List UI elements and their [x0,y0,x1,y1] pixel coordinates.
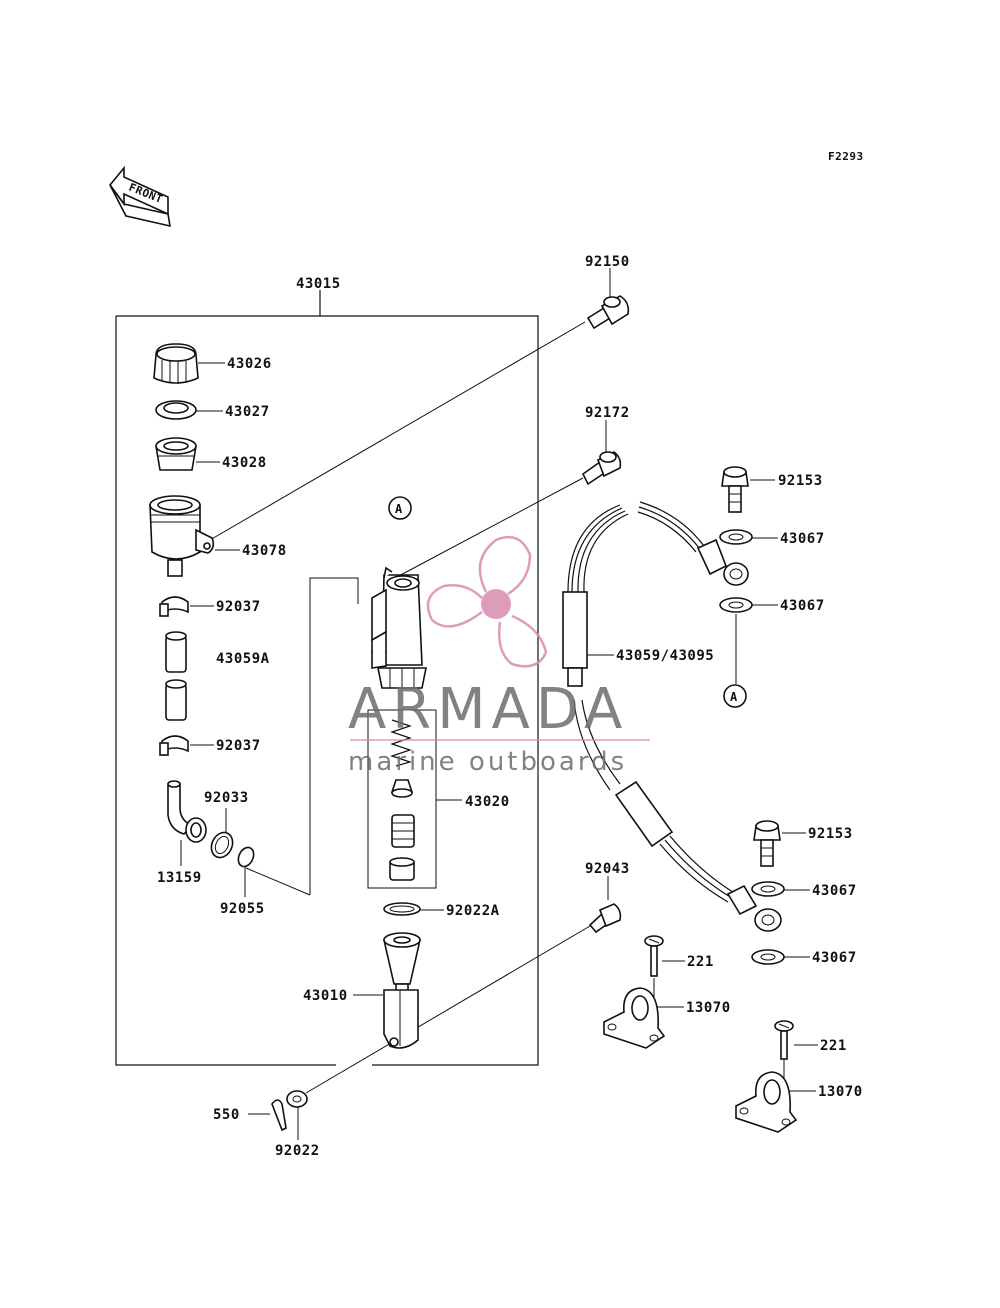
bolt-92043 [588,903,622,934]
label-43059A: 43059A [216,651,270,667]
label-43015: 43015 [296,276,341,292]
label-92153-lower: 92153 [808,826,853,842]
diaphragm-43028 [155,437,197,471]
label-92022A: 92022A [446,903,500,919]
label-221-upper: 221 [687,954,714,970]
part-labels: 43015 92150 43026 43027 92172 43028 9215… [157,254,863,1159]
o-ring-92033 [210,831,234,859]
circlip-92022A [383,902,421,916]
label-92055: 92055 [220,901,265,917]
label-92043: 92043 [585,861,630,877]
label-92153-upper: 92153 [778,473,823,489]
propeller-logo-icon [426,535,548,668]
banjo-bolt-92153-lower [753,820,781,867]
label-221-lower: 221 [820,1038,847,1054]
washer-43067-4 [751,949,785,965]
washer-43067-2 [719,597,753,613]
label-13159: 13159 [157,870,202,886]
screw-221-upper [644,935,664,977]
front-arrow-icon: FRONT [108,165,171,228]
figure-code: F2293 [828,150,864,163]
piston-kit-43020 [389,719,415,881]
brake-hose [562,501,782,932]
push-rod-43010 [382,932,422,1049]
label-92037-lower: 92037 [216,738,261,754]
label-92172: 92172 [585,405,630,421]
label-43020: 43020 [465,794,510,810]
banjo-bolt-92153-upper [721,466,749,513]
clamp-92037-lower [159,735,189,756]
washer-43067-3 [751,881,785,897]
clamp-92037-upper [159,596,189,617]
callout-a-lower: A [723,684,747,708]
bolt-92150 [586,295,630,330]
elbow-fitting-13159 [167,780,207,843]
leader-lines [180,268,818,1140]
label-43078: 43078 [242,543,287,559]
label-43067-4: 43067 [812,950,857,966]
label-92037-upper: 92037 [216,599,261,615]
label-13070-upper: 13070 [686,1000,731,1016]
label-43026: 43026 [227,356,272,372]
master-cylinder-body [371,566,427,689]
callout-a-lower-letter: A [730,690,738,704]
screw-221-lower [774,1020,794,1060]
assembly-frame-43015 [115,290,539,1066]
callout-a-upper: A [388,496,412,520]
diaphragm-plate-43027 [155,400,197,420]
label-550: 550 [213,1107,240,1123]
cotter-pin-550 [271,1099,287,1132]
callout-a-upper-letter: A [395,502,403,516]
label-43028: 43028 [222,455,267,471]
washer-92022 [286,1090,308,1108]
label-43067-1: 43067 [780,531,825,547]
label-43027: 43027 [225,404,270,420]
bolt-92172 [581,451,622,486]
label-92022: 92022 [275,1143,320,1159]
label-43010: 43010 [303,988,348,1004]
armada-watermark: ARMADA marine outboards [348,535,650,777]
o-ring-92055 [237,846,255,868]
washer-43067-1 [719,529,753,545]
label-43067-3: 43067 [812,883,857,899]
label-13070-lower: 13070 [818,1084,863,1100]
hose-guide-13070-upper [603,987,666,1049]
label-43059-43095: 43059/43095 [616,648,714,664]
hose-43059A [165,631,187,721]
label-43067-2: 43067 [780,598,825,614]
label-92033: 92033 [204,790,249,806]
hose-guide-13070-lower [735,1071,798,1133]
label-92150: 92150 [585,254,630,270]
reservoir-cap-43026 [153,343,199,384]
watermark-brand: ARMADA [348,677,628,742]
reservoir-43078 [149,495,215,577]
watermark-tagline: marine outboards [348,747,627,777]
